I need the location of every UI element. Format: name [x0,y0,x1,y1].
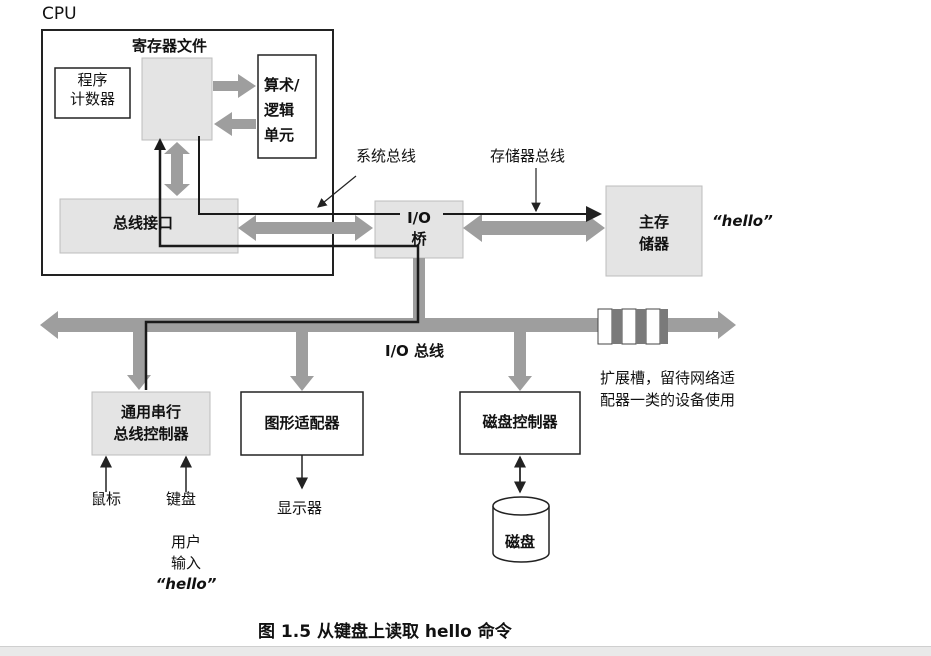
user-input-label: 用户 输入 “hello” [150,532,222,595]
io-bridge-label-line-2: 桥 [411,230,427,248]
alu-label-line-1: 算术/ [264,76,300,94]
expansion-slots-label: 扩展槽，留待网络适 配器一类的设备使用 [600,367,735,411]
regfile-to-alu-arrow [213,74,256,98]
expansion-slots-label-line-1: 扩展槽，留待网络适 [600,369,736,387]
register-file-label: 寄存器文件 [132,37,208,55]
main-memory-label-line-1: 主存 [638,213,669,231]
bus-interface-label: 总线接口 [113,214,174,232]
io-bus-arrow [40,311,736,339]
register-file-shape [141,57,213,141]
main-memory-box [605,185,703,277]
figure-caption: 图 1.5 从键盘上读取 hello 命令 [258,622,512,642]
graphics-branch-arrow [290,332,314,391]
keyboard-label: 键盘 [166,490,197,508]
user-input-line-1: 用户 [170,533,201,551]
pc-label-line-1: 程序 [77,71,108,89]
hello-data-path [144,145,420,390]
usb-controller-label: 通用串行 总线控制器 [92,401,210,445]
io-bus-label: I/O 总线 [385,342,445,360]
usb-controller-label-line-2: 总线控制器 [113,425,189,443]
graphics-adapter-label: 图形适配器 [264,414,340,432]
disk-label: 磁盘 [505,533,536,551]
io-bridge-label-line-1: I/O [407,209,431,227]
alu-label-line-3: 单元 [264,126,295,144]
alu-box [257,54,317,159]
system-bus-label: 系统总线 [356,147,417,165]
disk-controller-box [459,391,581,455]
pc-label: 程序 计数器 [55,71,130,109]
pc-label-line-2: 计数器 [69,90,115,108]
pc-box [54,67,131,119]
system-bus-pointer [317,175,357,208]
regfile-bus-interface-arrow [164,142,190,196]
alu-label-line-2: 逻辑 [264,101,295,119]
hello-path-head [154,138,166,150]
memory-bus-arrow [463,214,605,242]
main-memory-label: 主存 储器 [606,211,702,255]
memory-bus-label: 存储器总线 [490,147,566,165]
user-input-hello: “hello” [155,575,217,593]
disk-controller-label: 磁盘控制器 [482,413,558,431]
cpu-label: CPU [42,4,77,24]
graphics-adapter-box [240,391,364,456]
disk-controller-branch-arrow [508,332,532,391]
usb-controller-box [91,391,211,456]
mouse-label: 鼠标 [91,490,122,508]
usb-controller-label-line-1: 通用串行 [120,403,181,421]
main-memory-label-line-2: 储器 [638,235,669,253]
cpu-frame [41,29,334,276]
memory-hello-text: “hello” [712,212,773,230]
bus-interface-box [59,198,239,254]
io-bridge-label: I/O 桥 [375,208,463,250]
alu-label: 算术/ 逻辑 单元 [264,73,316,148]
display-label: 显示器 [277,499,323,517]
disk-cylinder [492,496,550,563]
regfile-output-line [198,136,400,215]
expansion-slots-label-line-2: 配器一类的设备使用 [600,391,736,409]
usb-branch-arrow [127,332,151,390]
user-input-line-2: 输入 [170,554,201,572]
alu-to-regfile-arrow [214,112,256,136]
expansion-slots-shape [597,308,668,345]
system-bus-arrow [238,215,373,241]
page-bottom-strip [0,646,931,656]
